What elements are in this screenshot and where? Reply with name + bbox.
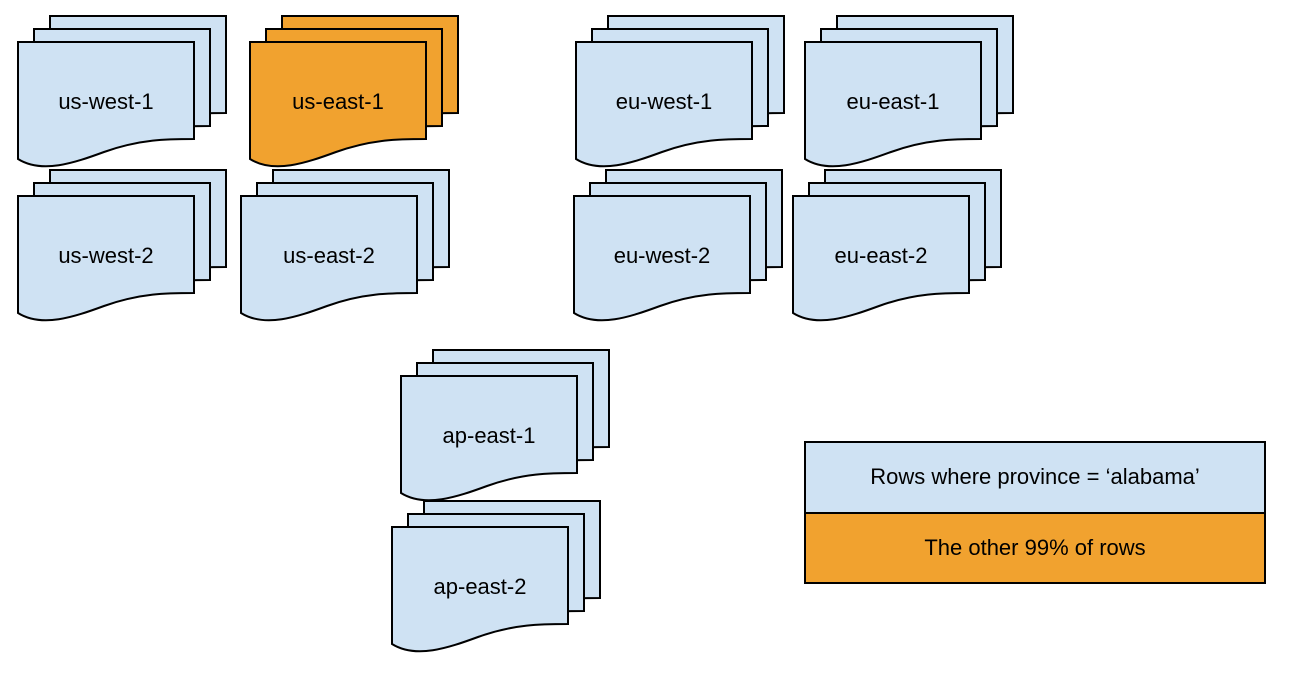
- region-stack-ap-east-1: ap-east-1: [400, 349, 611, 506]
- legend-item-other-rows: The other 99% of rows: [806, 513, 1264, 582]
- region-label: us-east-2: [283, 242, 375, 268]
- region-stack-us-east-1: us-east-1: [249, 15, 460, 172]
- region-stack-eu-east-2: eu-east-2: [792, 169, 1003, 326]
- region-label: eu-east-1: [846, 88, 940, 114]
- region-label: us-west-2: [58, 242, 154, 268]
- region-label: us-west-1: [58, 88, 154, 114]
- region-label: ap-east-2: [433, 573, 527, 599]
- region-stack-ap-east-2: ap-east-2: [391, 500, 602, 657]
- legend-item-alabama-rows: Rows where province = ‘alabama’: [806, 443, 1264, 514]
- legend-item-label: The other 99% of rows: [924, 534, 1146, 560]
- legend-item-label: Rows where province = ‘alabama’: [870, 464, 1200, 490]
- region-stack-eu-east-1: eu-east-1: [804, 15, 1015, 172]
- region-stack-eu-west-2: eu-west-2: [573, 169, 784, 326]
- region-label: eu-east-2: [834, 242, 928, 268]
- region-label: us-east-1: [292, 88, 384, 114]
- region-stack-us-west-1: us-west-1: [17, 15, 228, 172]
- region-label: ap-east-1: [442, 422, 536, 448]
- region-stack-eu-west-1: eu-west-1: [575, 15, 786, 172]
- region-label: eu-west-1: [615, 88, 713, 114]
- region-stack-us-west-2: us-west-2: [17, 169, 228, 326]
- region-label: eu-west-2: [613, 242, 711, 268]
- region-stack-us-east-2: us-east-2: [240, 169, 451, 326]
- legend: Rows where province = ‘alabama’ The othe…: [804, 441, 1266, 584]
